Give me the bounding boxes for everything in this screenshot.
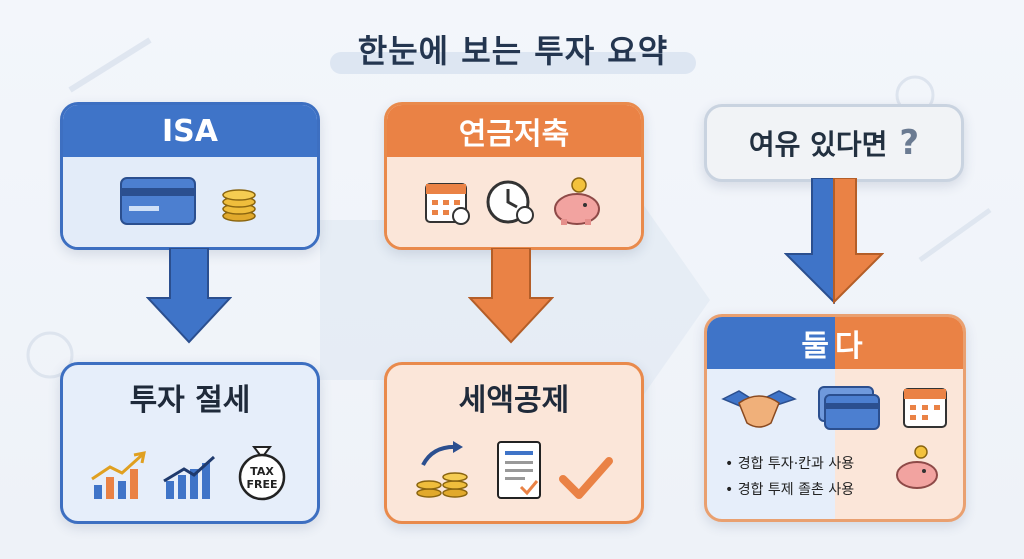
- growth-chart-icon: [163, 455, 216, 499]
- piggy-bank-icon: [554, 177, 600, 225]
- list-item: 경합 투제 졸촌 사용: [725, 477, 854, 503]
- calendar-icon: [425, 183, 470, 225]
- checkmark-icon: [559, 457, 613, 499]
- credit-card-icon: [120, 177, 196, 225]
- tax-deduction-title: 세액공제: [458, 383, 570, 418]
- tax-badge-line1: TAX: [250, 465, 274, 478]
- condition-card: 여유 있다면 ?: [704, 104, 964, 182]
- isa-header: ISA: [63, 105, 317, 157]
- tax-deduction-card: 세액공제: [384, 362, 644, 524]
- condition-text: 여유 있다면: [748, 128, 888, 161]
- question-mark: ?: [899, 123, 920, 163]
- piggy-bank-icon: [896, 445, 938, 489]
- list-item: 경합 투자·칸과 사용: [725, 451, 854, 477]
- handshake-icon: [721, 390, 797, 428]
- tax-saving-card: 투자 절세 TAX FREE: [60, 362, 320, 524]
- arrow-down-both: [784, 178, 884, 304]
- document-icon: [497, 441, 541, 499]
- isa-body: [63, 157, 317, 247]
- tax-free-bag-icon: TAX FREE: [238, 446, 286, 501]
- both-header: 둘다: [707, 317, 963, 369]
- credit-card-icon: [818, 386, 880, 430]
- title-highlight: [330, 52, 696, 74]
- pension-header: 연금저축: [387, 105, 641, 157]
- arrow-down-isa: [146, 248, 232, 344]
- tax-saving-title: 투자 절세: [129, 383, 251, 418]
- tax-deduction-icons: [387, 439, 641, 501]
- arrow-down-pension: [468, 248, 554, 344]
- page-title: 한눈에 보는 투자 요약: [357, 32, 669, 70]
- both-icons: [721, 383, 949, 433]
- coin-stack-icon: [222, 189, 256, 222]
- pension-card: 연금저축: [384, 102, 644, 250]
- tax-saving-icons: TAX FREE: [63, 443, 317, 501]
- clock-icon: [486, 180, 534, 224]
- calendar-icon: [903, 388, 947, 428]
- pension-body: [387, 157, 641, 247]
- both-card: 둘다 경합 투자·칸과 사용 경합 투제 졸촌 사용: [704, 314, 966, 522]
- growth-chart-icon: [91, 451, 146, 499]
- title-area: 한눈에 보는 투자 요약: [330, 26, 696, 74]
- coin-transfer-icon: [416, 441, 468, 498]
- both-list: 경합 투자·칸과 사용 경합 투제 졸촌 사용: [725, 451, 854, 503]
- tax-badge-line2: FREE: [246, 478, 277, 491]
- isa-card: ISA: [60, 102, 320, 250]
